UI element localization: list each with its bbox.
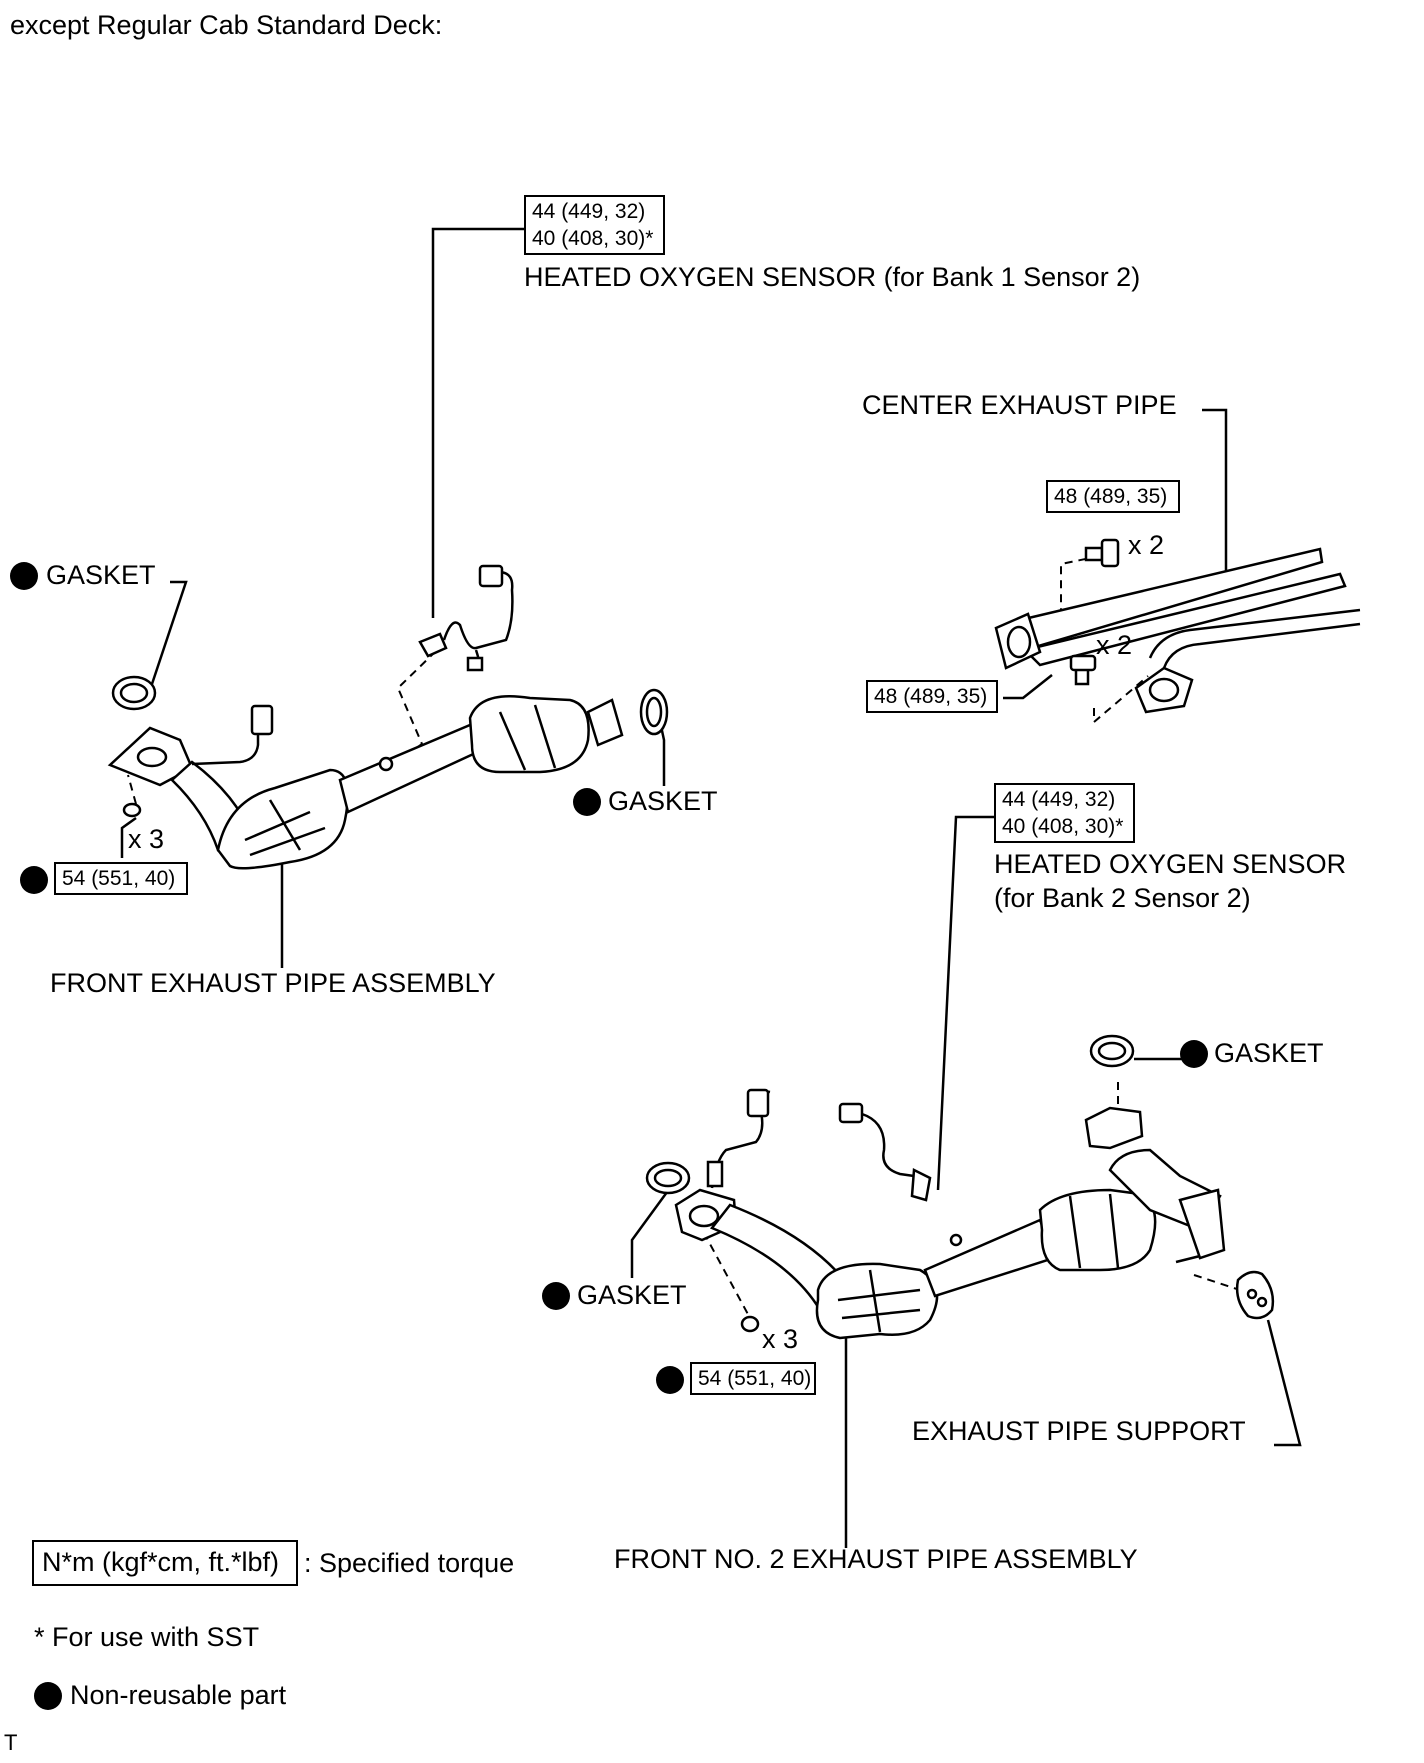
dash-center-bolt-bottom [1093,675,1149,725]
gasket-left-top-part [111,675,157,711]
gasket-mid-part [639,688,669,736]
torque-center-bottom: 48 (489, 35) [874,685,988,708]
qty-x2-center-bottom: x 2 [1096,630,1133,660]
label-front-pipe-assy: FRONT EXHAUST PIPE ASSEMBLY [50,968,496,998]
leader-ho-sensor-b2s2 [936,815,1000,1191]
leader-center-bottom-torque [1003,674,1053,700]
leader-gasket-lower-left [630,1187,672,1278]
leader-gasket-left-top [148,580,188,691]
corner-mark: T [4,1730,18,1755]
qty-x2-center-top: x 2 [1128,530,1165,560]
exhaust-support-part [1235,1270,1275,1320]
non-reusable-marker [573,788,601,816]
label-gasket-right-top: GASKET [1214,1038,1324,1068]
page-title: except Regular Cab Standard Deck: [10,10,443,40]
label-exhaust-support: EXHAUST PIPE SUPPORT [912,1416,1246,1446]
center-bolts [1069,538,1120,686]
leader-center-pipe [1202,408,1228,578]
label-gasket-mid: GASKET [608,786,718,816]
qty-x3-left: x 3 [128,824,165,854]
torque-center-top: 48 (489, 35) [1054,485,1168,508]
legend-non-reusable-marker [34,1682,62,1710]
center-exhaust-pipe-part [994,547,1361,714]
label-gasket-lower-left: GASKET [577,1280,687,1310]
torque-box-sensor1: 44 (449, 32) 40 (408, 30)* [524,195,665,255]
torque-box-no2-nuts: 54 (551, 40) [690,1362,816,1395]
ho-sensor-b2s2-part [838,1102,932,1202]
legend-sst-note: * For use with SST [34,1622,260,1652]
legend-non-reusable: Non-reusable part [70,1680,287,1710]
torque-box-front-nuts: 54 (551, 40) [54,862,188,895]
qty-x3-no2: x 3 [762,1324,799,1354]
label-ho-sensor-b2s2-line1: HEATED OXYGEN SENSOR [994,849,1347,879]
label-center-pipe: CENTER EXHAUST PIPE [862,390,1177,420]
legend-torque-box: N*m (kgf*cm, ft.*lbf) [32,1540,298,1586]
non-reusable-marker [1180,1040,1208,1068]
front-exhaust-pipe-assembly [107,694,624,870]
dash-nuts-left [127,774,137,805]
gasket-lower-left-part [645,1161,691,1195]
non-reusable-marker [10,562,38,590]
legend-torque-desc: : Specified torque [304,1548,515,1578]
nut-left-part [122,802,142,818]
legend-torque-unit: N*m (kgf*cm, ft.*lbf) [42,1547,280,1577]
non-reusable-marker [542,1282,570,1310]
nut-no2-part [740,1315,760,1333]
gasket-right-top-part [1089,1034,1135,1068]
torque-box-center-top: 48 (489, 35) [1046,480,1180,513]
non-reusable-marker [656,1366,684,1394]
ho-sensor-b1s2-part [418,564,514,672]
label-ho-sensor-b1s2: HEATED OXYGEN SENSOR (for Bank 1 Sensor … [524,262,1141,292]
torque-sensor2-line2: 40 (408, 30)* [1002,815,1124,838]
torque-sensor1-line1: 44 (449, 32) [532,200,646,223]
label-gasket-left-top: GASKET [46,560,156,590]
torque-box-center-bottom: 48 (489, 35) [866,680,998,713]
non-reusable-marker [20,866,48,894]
torque-sensor2-line1: 44 (449, 32) [1002,788,1116,811]
torque-front-nuts: 54 (551, 40) [62,867,176,890]
leader-ho-sensor-b1s2 [431,227,524,618]
torque-box-sensor2: 44 (449, 32) 40 (408, 30)* [994,783,1135,843]
label-front-no2-pipe-assy: FRONT NO. 2 EXHAUST PIPE ASSEMBLY [614,1544,1138,1574]
front-no2-exhaust-pipe-assembly [674,1088,1226,1340]
torque-sensor1-line2: 40 (408, 30)* [532,227,654,250]
torque-no2-nuts: 54 (551, 40) [698,1367,812,1390]
leader-nuts-left [120,816,137,858]
label-ho-sensor-b2s2-line2: (for Bank 2 Sensor 2) [994,883,1251,913]
leader-exhaust-support [1266,1319,1302,1447]
